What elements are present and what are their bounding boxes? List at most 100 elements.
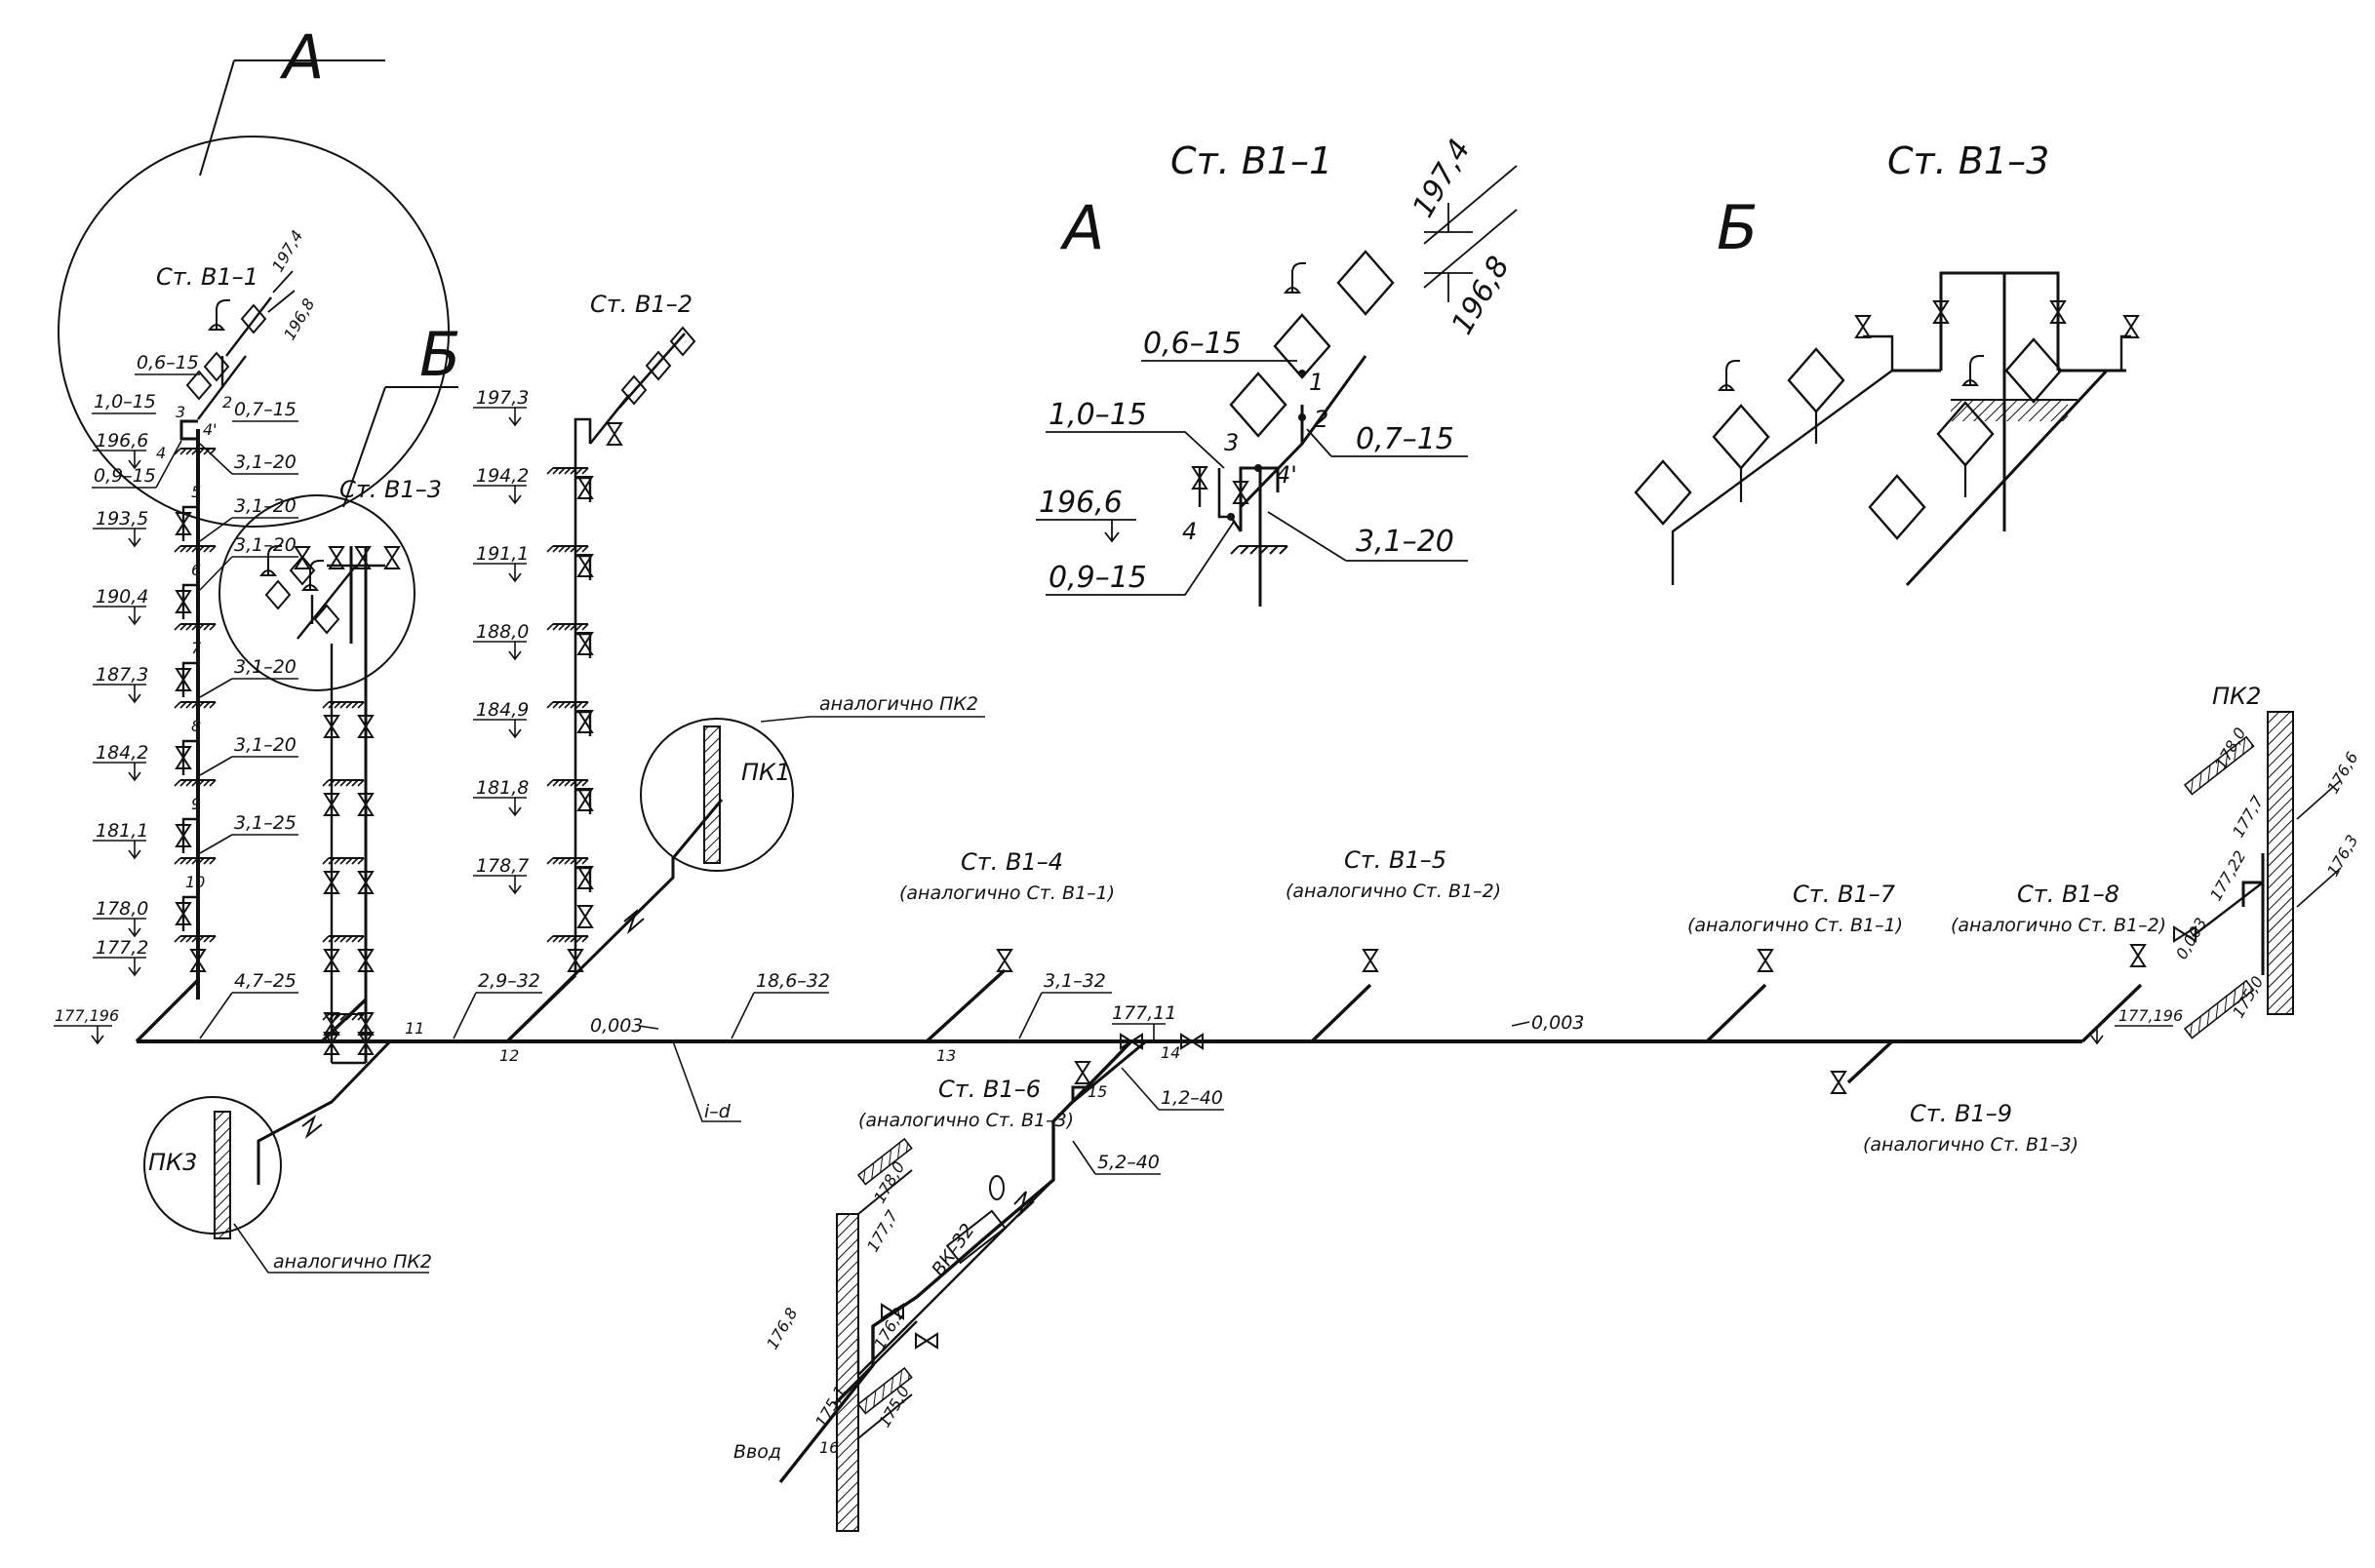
riser-b1-5-title: Ст. В1–5 <box>1344 846 1446 874</box>
elev-b1-2-188.0: 188,0 <box>476 621 529 643</box>
detail-circle-b <box>218 494 416 691</box>
detail-a-title: Ст. В1–1 <box>1170 139 1332 182</box>
node-4-small: 4 <box>156 444 166 462</box>
detail-a-pipe-0.7-15: 0,7–15 <box>1356 422 1454 456</box>
riser-b1-8-title: Ст. В1–8 <box>2017 881 2119 908</box>
b1-1-pipe-3.1-20-a: 3,1–20 <box>234 451 297 473</box>
riser-b1-4-title: Ст. В1–4 <box>961 848 1063 876</box>
elev-b1-1-187.3: 187,3 <box>96 664 148 686</box>
elev-main-left: 177,196 <box>55 1006 119 1025</box>
riser-b1-2-floors <box>546 467 593 972</box>
detail-a-elev-196.8: 196,8 <box>1445 251 1517 340</box>
riser-b1-7-note: (аналогично Ст. В1–1) <box>1687 915 1903 936</box>
inlet-label: Ввод <box>733 1441 781 1463</box>
riser-b1-7-title: Ст. В1–7 <box>1793 881 1896 908</box>
elev-b1-1-193.5: 193,5 <box>96 508 148 529</box>
b1-1-pipe-3.1-20-e: 3,1–20 <box>234 734 297 756</box>
elev-b1-1-196.6: 196,6 <box>96 430 148 451</box>
detail-circle-a <box>58 136 450 528</box>
elev-b1-1-178.0: 178,0 <box>96 898 148 920</box>
slope-main-left: 0,003 <box>590 1015 643 1037</box>
elev-marks-b1-2 <box>473 407 527 895</box>
elev-marks-b1-1 <box>93 450 146 977</box>
b1-1-pipe-0.9-15: 0,9–15 <box>94 465 156 487</box>
detail-a-node-4p: 4' <box>1276 461 1297 489</box>
riser-b1-4-note: (аналогично Ст. В1–1) <box>899 882 1115 904</box>
node-3-small: 3 <box>176 403 185 421</box>
riser-b1-9-title: Ст. В1–9 <box>1910 1100 2012 1127</box>
main-pipe-2.9-32: 2,9–32 <box>478 970 540 992</box>
riser-b1-2-title: Ст. В1–2 <box>590 291 693 318</box>
detail-a-pipe-3.1-20: 3,1–20 <box>1356 525 1454 559</box>
elev-pk2-176.3: 176,3 <box>2323 832 2361 880</box>
detail-a-elev-197.4: 197,4 <box>1406 134 1478 223</box>
elev-inlet-176.8: 176,8 <box>763 1305 801 1352</box>
detail-a-pipe-1.0-15: 1,0–15 <box>1049 398 1147 432</box>
node-16: 16 <box>819 1438 839 1457</box>
elev-b1-2-184.9: 184,9 <box>476 699 529 721</box>
detail-a-pipe-0.9-15: 0,9–15 <box>1049 561 1147 595</box>
node-5: 5 <box>191 483 201 501</box>
main-pipe-4.7-25: 4,7–25 <box>234 970 297 992</box>
inlet-wall <box>836 1213 859 1532</box>
elev-b1-1-181.1: 181,1 <box>96 820 148 842</box>
elev-main-mid: 177,11 <box>1112 1002 1176 1024</box>
elev-main-right: 177,196 <box>2118 1006 2183 1025</box>
detail-tag-a-callout: А <box>279 21 324 93</box>
elev-inlet-176.2: 176,2 <box>870 1305 908 1352</box>
node-12: 12 <box>499 1046 519 1065</box>
slope-main-right: 0,003 <box>1531 1012 1584 1034</box>
pk2-label: ПК2 <box>2212 683 2261 710</box>
riser-b1-1-title: Ст. В1–1 <box>156 263 258 291</box>
detail-b-drawing <box>1634 271 2139 587</box>
main-pipe-5.2-40: 5,2–40 <box>1097 1152 1160 1173</box>
elev-b1-2-194.2: 194,2 <box>476 465 529 487</box>
elev-top-1: 197,4 <box>268 227 306 275</box>
b1-1-pipe-1.0-15: 1,0–15 <box>94 391 156 412</box>
detail-a-node-4: 4 <box>1182 518 1197 545</box>
detail-tag-b-callout: Б <box>419 319 461 390</box>
elev-b1-2-191.1: 191,1 <box>476 543 529 565</box>
b1-1-pipe-3.1-20-c: 3,1–20 <box>234 534 297 556</box>
riser-b1-1-floors <box>174 448 217 972</box>
node-13: 13 <box>936 1046 956 1065</box>
node-2-small: 2 <box>222 393 232 412</box>
detail-a-node-2: 2 <box>1314 406 1328 433</box>
riser-b1-3-title: Ст. В1–3 <box>339 476 442 503</box>
node-4p-small: 4' <box>203 420 218 439</box>
pk1-label: ПК1 <box>741 759 790 786</box>
pk3-circle <box>143 1096 282 1235</box>
b1-1-pipe-0.7-15: 0,7–15 <box>234 399 297 420</box>
riser-b1-5-note: (аналогично Ст. В1–2) <box>1286 881 1501 902</box>
detail-b-title: Ст. В1–3 <box>1887 139 2049 182</box>
riser-b1-6-title: Ст. В1–6 <box>938 1076 1041 1103</box>
detail-b-tag: Б <box>1717 192 1759 263</box>
pk3-label: ПК3 <box>148 1149 197 1176</box>
detail-a-node-1: 1 <box>1309 369 1324 396</box>
elev-b1-2-197.3: 197,3 <box>476 387 529 409</box>
detail-a-pipe-0.6-15: 0,6–15 <box>1143 327 1242 361</box>
pk3-note: аналогично ПК2 <box>273 1251 432 1273</box>
b1-1-pipe-3.1-25: 3,1–25 <box>234 812 297 834</box>
b1-1-pipe-3.1-20-d: 3,1–20 <box>234 656 297 678</box>
riser-b1-8-note: (аналогично Ст. В1–2) <box>1951 915 2166 936</box>
detail-a-node-3: 3 <box>1224 429 1239 456</box>
riser-b1-6-note: (аналогично Ст. В1–3) <box>858 1110 1074 1131</box>
elev-b1-1-177.2: 177,2 <box>96 937 148 959</box>
node-7: 7 <box>191 639 202 657</box>
elev-b1-1-190.4: 190,4 <box>96 586 148 608</box>
pk1-circle <box>640 718 794 872</box>
elev-pk2-177.7: 177,7 <box>2229 792 2268 841</box>
slope-label-i-d: i–d <box>704 1101 732 1122</box>
node-8: 8 <box>191 717 201 735</box>
pk1-note: аналогично ПК2 <box>819 693 978 715</box>
elev-top-2: 196,8 <box>280 295 318 343</box>
elev-b1-2-178.7: 178,7 <box>476 855 529 877</box>
node-6: 6 <box>191 561 201 579</box>
main-pipe-1.2-40: 1,2–40 <box>1161 1087 1223 1109</box>
main-pipe-3.1-32: 3,1–32 <box>1044 970 1106 992</box>
riser-b1-3-floors <box>322 644 374 1065</box>
elev-b1-1-184.2: 184,2 <box>96 742 148 764</box>
